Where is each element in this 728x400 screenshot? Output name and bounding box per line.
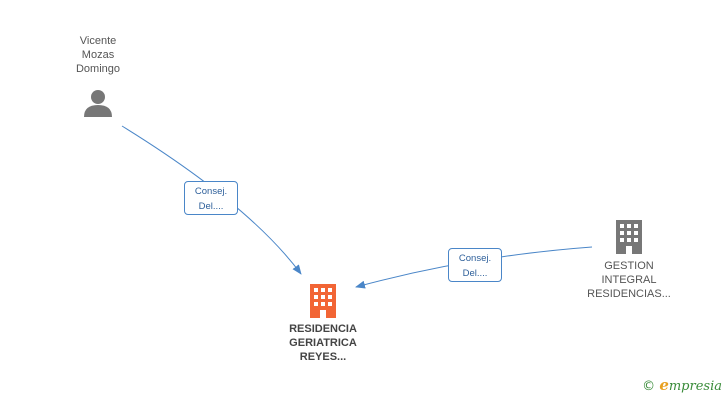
company-main-name-line-2: GERIATRICA bbox=[289, 337, 357, 349]
company-other-name-line-3: RESIDENCIAS... bbox=[587, 288, 671, 300]
brand-initial: e bbox=[659, 376, 669, 394]
copyright-symbol: © bbox=[642, 379, 656, 394]
company-other-name-line-1: GESTION bbox=[604, 260, 654, 272]
edge-label-line-1: Consej. bbox=[458, 253, 492, 264]
person-name-line-2: Mozas bbox=[81, 49, 115, 61]
person-name-line-3: Domingo bbox=[75, 63, 121, 75]
person-icon bbox=[84, 90, 112, 117]
company-node-gestion[interactable]: GESTION INTEGRAL RESIDENCIAS... bbox=[574, 220, 684, 301]
person-name-line-1: Vicente bbox=[79, 35, 117, 47]
person-node[interactable]: Vicente Mozas Domingo bbox=[48, 34, 148, 118]
edge-label-consejero-1[interactable]: Consej. Del.... bbox=[184, 181, 238, 215]
edge-label-line-2: Del.... bbox=[462, 268, 488, 279]
company-node-main[interactable]: RESIDENCIA GERIATRICA REYES... bbox=[263, 284, 383, 364]
building-icon bbox=[616, 220, 642, 254]
brand-rest: mpresia bbox=[668, 379, 722, 394]
company-main-name-line-1: RESIDENCIA bbox=[289, 323, 357, 335]
building-icon bbox=[310, 284, 336, 318]
edge-label-consejero-2[interactable]: Consej. Del.... bbox=[448, 248, 502, 282]
edge-label-line-2: Del.... bbox=[198, 201, 224, 212]
edge-label-line-1: Consej. bbox=[194, 186, 228, 197]
empresia-logo: © empresia bbox=[642, 376, 722, 394]
company-other-name-line-2: INTEGRAL bbox=[601, 274, 657, 286]
company-main-name-line-3: REYES... bbox=[299, 351, 347, 363]
